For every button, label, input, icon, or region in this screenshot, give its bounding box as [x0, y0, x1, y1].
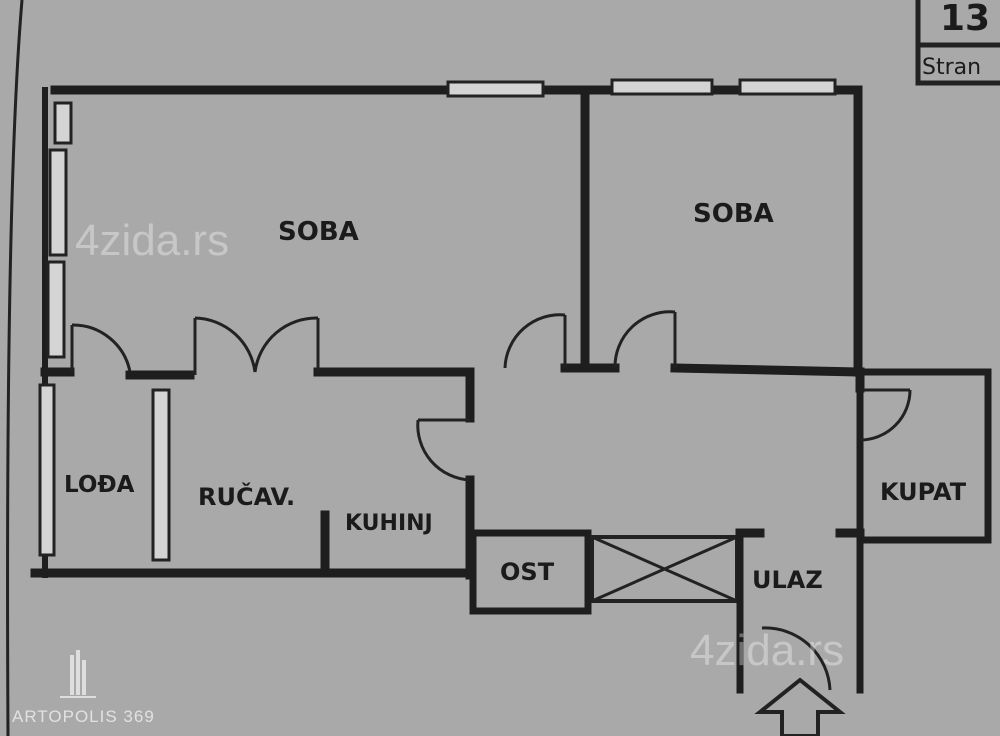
room-label-kuhinj: KUHINJ: [345, 511, 433, 536]
room-label-ulaz: ULAZ: [752, 566, 823, 594]
room-label-loda: LOĐA: [64, 472, 135, 498]
room-label-soba-1: SOBA: [278, 217, 359, 247]
room-labels: SOBA SOBA LOĐA RUČAV. KUHINJ OST ULAZ KU…: [64, 199, 967, 594]
site-watermark: 4zida.rs: [690, 626, 844, 675]
room-label-soba-2: SOBA: [693, 199, 774, 229]
room-label-rucav: RUČAV.: [198, 481, 295, 511]
page-label: Stran: [922, 55, 981, 80]
room-label-ost: OST: [500, 558, 555, 586]
windows: [38, 78, 837, 562]
watermarks: 4zida.rs 4zida.rs ARTOPOLIS 369: [12, 216, 844, 726]
sheet-edge: [6, 0, 24, 736]
doors: [70, 310, 912, 691]
artopolis-logo-icon: [60, 650, 96, 698]
brand-watermark: ARTOPOLIS 369: [12, 707, 155, 726]
site-watermark: 4zida.rs: [75, 216, 229, 265]
walls: [30, 85, 992, 694]
room-label-kupat: KUPAT: [880, 478, 967, 506]
page-number: 13: [940, 0, 990, 39]
page-corner-box: 13 Stran: [915, 0, 1000, 86]
entrance-arrow-icon: [754, 677, 846, 736]
